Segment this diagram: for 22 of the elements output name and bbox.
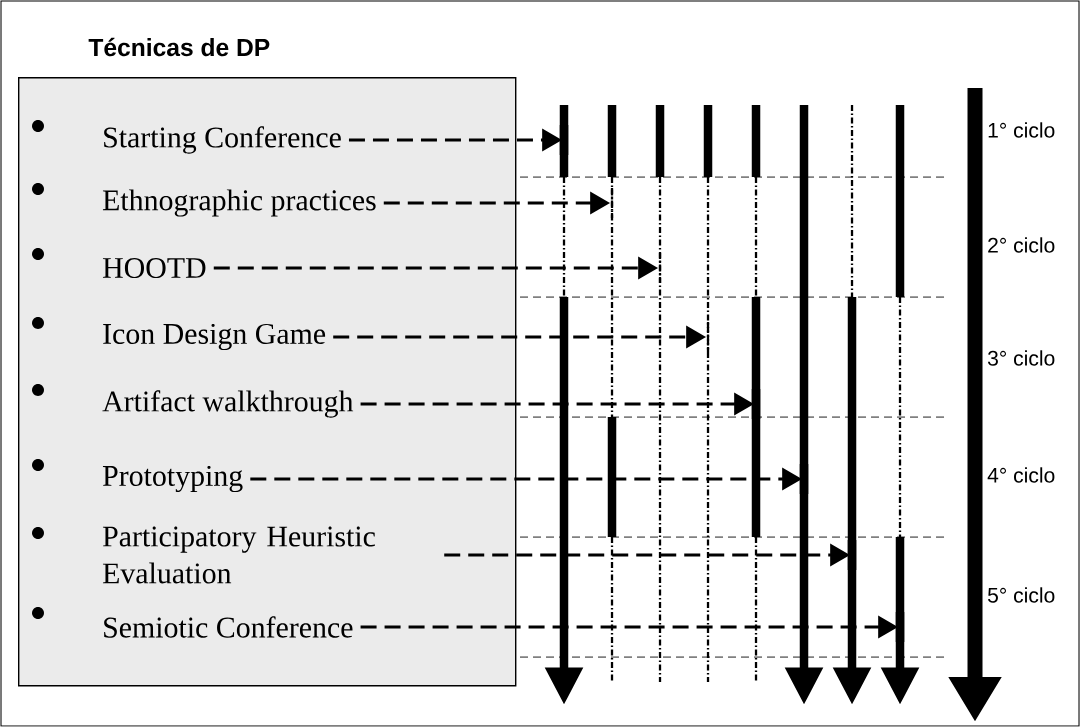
column-segment <box>847 540 857 570</box>
technique-label: HOOTD <box>102 257 206 279</box>
technique-label: Prototyping <box>102 465 243 493</box>
cycle-label: 3° ciclo <box>987 350 1055 366</box>
column-segment <box>610 188 614 218</box>
technique-label: Starting Conference <box>104 126 341 154</box>
technique-label: Artifact walkthrough <box>102 390 354 418</box>
cycle-label: 4° ciclo <box>987 467 1055 483</box>
cycle-label: 1° ciclo <box>988 122 1055 138</box>
technique-label: Icon Design Game <box>103 323 326 351</box>
column-segment <box>895 612 905 642</box>
column-segment <box>658 253 662 283</box>
column-segment <box>706 322 710 352</box>
column-segment <box>559 125 569 155</box>
technique-label: Ethnographic practices <box>102 189 376 217</box>
cycle-label: 2° ciclo <box>988 237 1055 253</box>
technique-label: Participatory Heuristic Evaluation <box>102 526 375 584</box>
column-segment <box>799 464 809 494</box>
node-label: Técnicas de DP <box>88 37 270 57</box>
technique-label: Semiotic Conference <box>104 616 353 638</box>
cycle-label: 5° ciclo <box>988 587 1055 603</box>
column-segment <box>751 389 761 419</box>
